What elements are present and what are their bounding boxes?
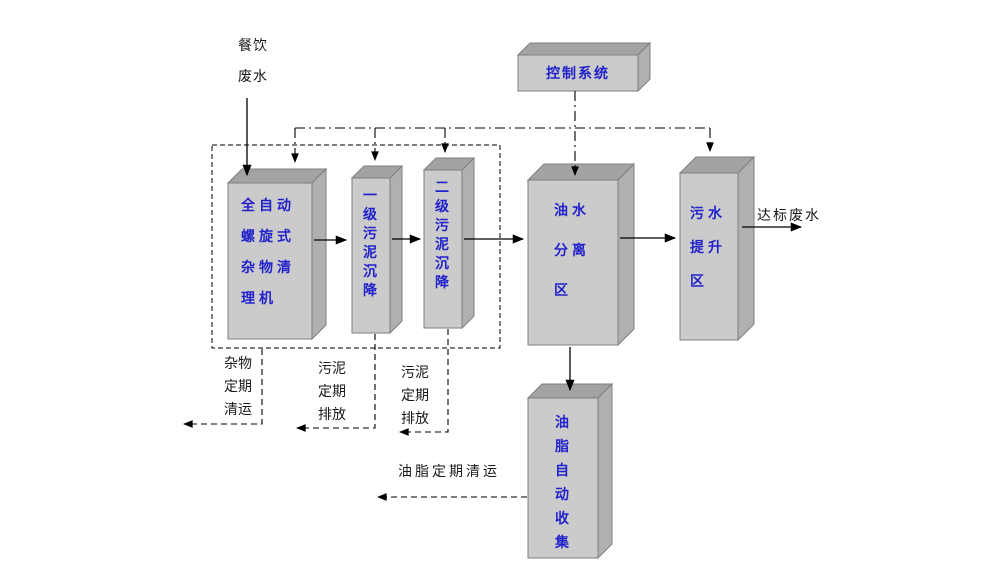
sludge-settling-1-label: 一级污泥沉降 — [363, 187, 377, 298]
inflow-label: 餐饮废水 — [238, 37, 268, 84]
discharge-line-debris — [183, 349, 263, 428]
control-system-label: 控制系统 — [546, 65, 610, 81]
box-oil-water-separation-top — [526, 163, 636, 181]
box-sludge-settling-2-front — [423, 169, 463, 329]
box-sludge-settling-1 — [350, 164, 404, 335]
box-oil-water-separation-front — [527, 179, 619, 346]
box-grease-collection-side — [597, 382, 613, 560]
box-screw-machine-top — [226, 168, 328, 184]
box-grease-collection-front — [527, 397, 599, 559]
sludge-settling-2-label: 二级污泥沉降 — [435, 179, 449, 290]
oil-water-separation-label: 油水分离区 — [554, 202, 590, 298]
box-control-system-front — [517, 54, 639, 92]
sludge1-discharge-label: 污泥定期排放 — [318, 360, 346, 422]
box-screw-machine-side — [311, 167, 327, 341]
control-signal-lines — [291, 91, 714, 176]
box-sludge-settling-2 — [422, 156, 476, 330]
discharge-line-sludge2 — [399, 329, 449, 436]
sludge2-discharge-label: 污泥定期排放 — [401, 364, 429, 426]
box-oil-water-separation — [526, 162, 636, 347]
box-sludge-settling-1-front — [351, 177, 391, 334]
box-control-system — [516, 41, 652, 93]
pretreatment-enclosure-outline — [211, 144, 501, 349]
grease-discharge-label: 油脂定期清运 — [398, 463, 500, 479]
box-sludge-settling-2-side — [461, 156, 475, 330]
box-oil-water-separation-side — [617, 162, 635, 347]
grease-collection-label: 油脂自动收集 — [555, 414, 569, 550]
debris-discharge-label: 杂物定期清运 — [224, 355, 252, 417]
discharge-line-sludge1 — [296, 334, 376, 432]
box-control-system-top — [516, 42, 652, 56]
box-sludge-settling-1-side — [389, 164, 403, 335]
box-grease-collection — [526, 382, 614, 560]
box-sewage-lift-front — [679, 172, 739, 341]
flow-arrows — [242, 98, 803, 392]
screw-machine-label: 全自动螺旋式杂物清理机 — [241, 197, 295, 306]
box-sewage-lift — [678, 155, 756, 342]
box-screw-machine-front — [227, 182, 313, 340]
box-screw-machine — [226, 167, 328, 341]
box-sewage-lift-side — [737, 155, 755, 342]
outflow-label: 达标废水 — [757, 207, 821, 223]
discharge-lines — [183, 329, 527, 501]
sewage-lift-label: 污水提升区 — [690, 205, 726, 289]
